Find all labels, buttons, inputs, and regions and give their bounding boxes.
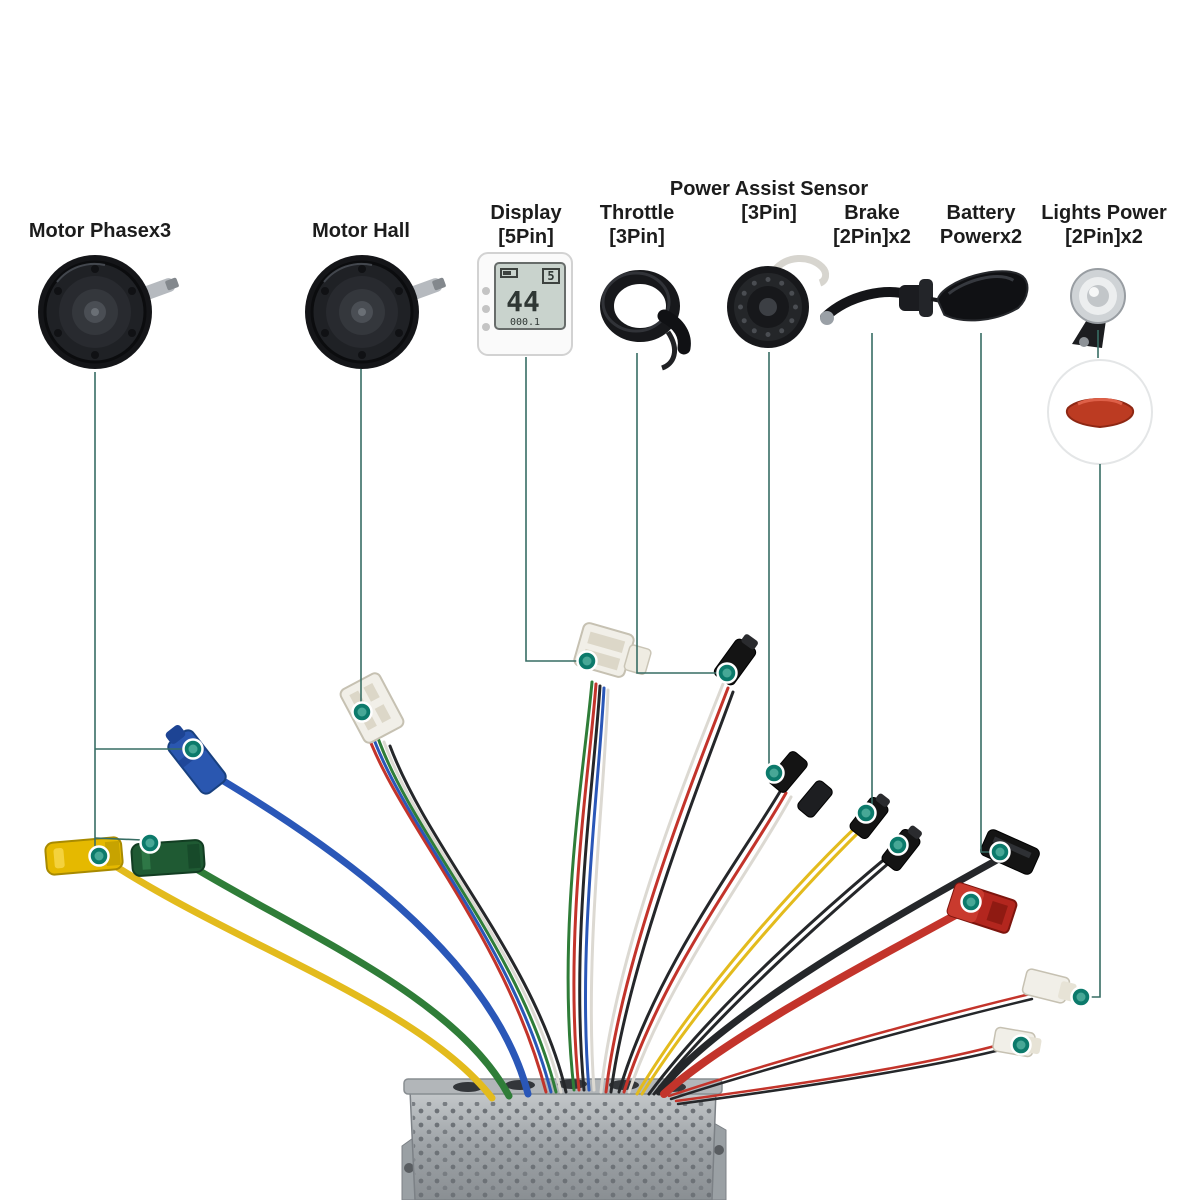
pas-image <box>727 255 830 348</box>
throttle-image <box>600 270 691 371</box>
pas-connector-2 <box>797 780 833 818</box>
connector-markers <box>88 650 1092 1056</box>
display-assist-level: 5 <box>547 269 554 283</box>
motor-phase-image <box>36 253 182 371</box>
label-lights-title: Lights Power <box>1041 202 1167 224</box>
display-speed: 44 <box>506 285 540 318</box>
wire-lights2-red <box>674 1041 1008 1103</box>
callout-lines <box>94 330 1101 998</box>
wire-phase-yellow <box>102 856 496 1102</box>
battery-connector-red <box>946 882 1018 934</box>
wire-display-black <box>578 684 602 1092</box>
display-odometer: 000.1 <box>510 317 540 328</box>
label-lights-sub: [2Pin]x2 <box>1065 226 1143 248</box>
rear-light-image <box>1047 359 1153 465</box>
wire-throttle-white <box>599 682 725 1094</box>
hall-connector <box>339 672 405 744</box>
phase-connector-yellow <box>44 836 124 876</box>
label-battery-title: Battery <box>947 202 1017 224</box>
callout-battery <box>980 333 991 853</box>
wire-brake1-yellow2 <box>640 824 867 1096</box>
marker-phase-blue <box>182 738 204 760</box>
label-display-title: Display <box>490 202 562 224</box>
marker-phase-green <box>139 832 161 854</box>
wire-harness <box>102 680 1034 1106</box>
wire-hall-green <box>376 736 558 1094</box>
marker-brake-2 <box>887 834 909 856</box>
wire-battery-red <box>660 902 976 1098</box>
component-labels: Motor Phasex3 Motor Hall Display [5Pin] … <box>29 178 1167 248</box>
wire-battery-black <box>655 856 1001 1096</box>
wire-hall-black <box>388 744 568 1094</box>
label-battery-sub: Powerx2 <box>940 226 1022 248</box>
wire-throttle-red <box>604 686 730 1094</box>
callout-throttle <box>636 353 718 674</box>
wire-brake2-black2 <box>652 854 899 1096</box>
wire-hall-blue <box>370 732 553 1094</box>
headlight-image <box>1070 268 1126 348</box>
marker-phase-yellow <box>88 845 110 867</box>
marker-lights-1 <box>1070 986 1092 1008</box>
display-button <box>482 305 490 313</box>
wire-hall-red <box>364 728 548 1094</box>
label-pas-sub: [3Pin] <box>741 202 797 224</box>
display-button <box>482 323 490 331</box>
wire-pas-white <box>627 795 793 1094</box>
label-brake-sub: [2Pin]x2 <box>833 226 911 248</box>
wire-display-white <box>589 688 610 1092</box>
label-motor-hall: Motor Hall <box>312 220 410 242</box>
marker-brake-1 <box>855 802 877 824</box>
marker-battery-1 <box>989 841 1011 863</box>
marker-battery-2 <box>960 891 982 913</box>
marker-hall <box>351 701 373 723</box>
marker-display <box>576 650 598 672</box>
label-brake-title: Brake <box>844 202 900 224</box>
label-motor-phase: Motor Phasex3 <box>29 220 171 242</box>
assist-level-box <box>542 268 560 284</box>
wire-lights1-black <box>669 997 1034 1101</box>
wire-brake1-yellow <box>635 820 863 1096</box>
label-display-sub: [5Pin] <box>498 226 554 248</box>
wire-pas-red <box>622 791 788 1094</box>
label-pas-title: Power Assist Sensor <box>670 178 868 200</box>
battery-level-icon <box>500 268 518 278</box>
motor-hall-image <box>303 253 449 371</box>
marker-lights-2 <box>1010 1034 1032 1056</box>
wire-phase-green <box>174 854 513 1100</box>
battery-image <box>936 270 1029 322</box>
lights-connector-1 <box>1021 968 1077 1004</box>
display-image: 5 44 000.1 <box>477 252 573 356</box>
wire-display-blue <box>583 686 606 1092</box>
display-lcd <box>494 262 566 330</box>
wire-brake2-black <box>647 850 895 1096</box>
display-button <box>482 287 490 295</box>
marker-pas <box>763 762 785 784</box>
wire-lights2-black <box>676 1046 1010 1106</box>
label-throttle-title: Throttle <box>600 202 674 224</box>
callout-display <box>525 357 578 662</box>
wire-pas-black <box>617 788 783 1094</box>
wire-display-red <box>572 682 598 1092</box>
brake-image <box>820 279 959 325</box>
marker-throttle <box>716 662 738 684</box>
callout-lights <box>1088 464 1101 998</box>
wire-phase-blue <box>201 766 532 1098</box>
wire-throttle-black <box>609 690 735 1094</box>
connectors <box>44 622 1077 1058</box>
wire-hall-white <box>382 740 563 1094</box>
wire-display-green <box>566 680 594 1092</box>
label-throttle-sub: [3Pin] <box>609 226 665 248</box>
wire-lights1-red <box>667 992 1032 1098</box>
callout-phase-green <box>94 837 143 841</box>
